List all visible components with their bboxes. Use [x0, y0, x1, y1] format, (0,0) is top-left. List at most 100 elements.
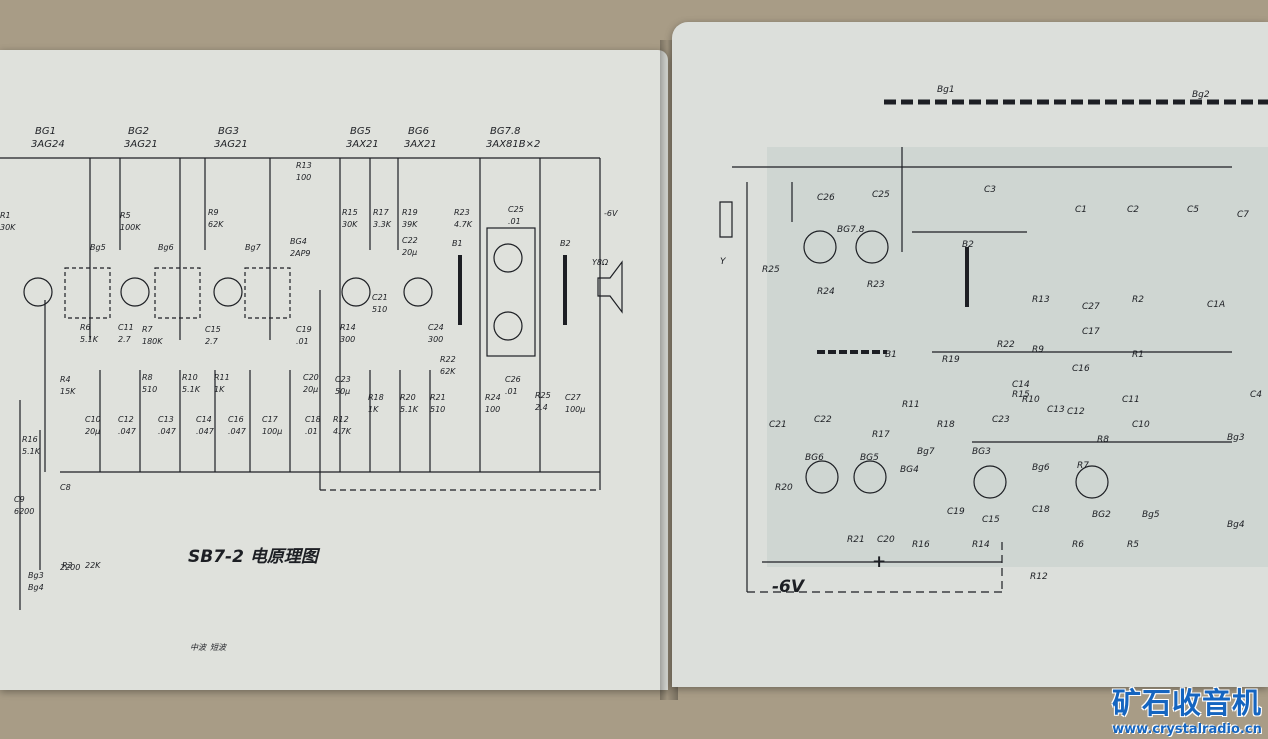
component-label: R16	[22, 435, 38, 444]
component-label: R25	[762, 265, 780, 275]
component-label: R6	[80, 323, 91, 332]
component-label: 5.1K	[182, 385, 201, 394]
component-label: R19	[942, 355, 960, 365]
component-label: R24	[485, 393, 501, 402]
component-label: Bg6	[1032, 463, 1050, 473]
stage-label-type: 3AG24	[31, 139, 65, 150]
stage-label-type: 3AX21	[346, 139, 379, 150]
component-label: -6V	[604, 209, 618, 218]
component-label: 20μ	[402, 248, 417, 257]
stage-label-name: BG3	[218, 126, 239, 137]
component-label: C12	[1067, 407, 1085, 417]
component-label: R10	[1022, 395, 1040, 405]
component-label: C20	[303, 373, 319, 382]
component-label: R19	[402, 208, 418, 217]
component-label: C10	[85, 415, 101, 424]
component-label: 180K	[142, 337, 163, 346]
stage-label-name: BG6	[408, 126, 429, 137]
component-label: C22	[402, 236, 418, 245]
component-label: 100	[485, 405, 500, 414]
component-label: C20	[877, 535, 895, 545]
watermark: 矿石收音机 www.crystalradio.cn	[1112, 680, 1262, 737]
component-label: .047	[228, 427, 247, 436]
component-label: .047	[158, 427, 177, 436]
component-label: C23	[992, 415, 1010, 425]
component-label: R6	[1072, 540, 1084, 550]
component-label: Bg7	[245, 243, 262, 252]
component-label: C13	[1047, 405, 1065, 415]
component-label: R13	[1032, 295, 1050, 305]
component-label: 4.7K	[454, 220, 473, 229]
component-label: 300	[428, 335, 443, 344]
component-label: C14	[196, 415, 212, 424]
component-label: BG7.8	[837, 225, 865, 235]
component-label: Bg4	[28, 583, 44, 592]
stage-label-type: 3AX21	[404, 139, 437, 150]
stage-label-name: BG7.8	[490, 126, 521, 137]
component-label: C27	[565, 393, 582, 402]
component-label: C24	[428, 323, 444, 332]
component-label: 62K	[440, 367, 456, 376]
component-label: R1	[0, 211, 11, 220]
component-label: Bg5	[90, 243, 106, 252]
component-label: .01	[508, 217, 521, 226]
component-label: R11	[902, 400, 920, 410]
component-label: .047	[196, 427, 215, 436]
component-label: C13	[158, 415, 174, 424]
component-label: C18	[305, 415, 321, 424]
component-label: Bg1	[937, 85, 955, 95]
component-label: 100	[296, 173, 311, 182]
component-label: .047	[118, 427, 137, 436]
component-label: Bg3	[28, 571, 44, 580]
component-label: BG4	[900, 465, 919, 475]
component-label: C15	[982, 515, 1000, 525]
component-label: BG6	[805, 453, 824, 463]
component-label: C21	[769, 420, 787, 430]
component-label: 510	[430, 405, 445, 414]
component-label: C4	[1250, 390, 1262, 400]
component-label: R12	[333, 415, 349, 424]
stage-label-name: BG2	[128, 126, 149, 137]
component-label: R20	[775, 483, 793, 493]
stage-label-name: BG5	[350, 126, 371, 137]
component-label: BG3	[972, 447, 991, 457]
component-label: C26	[505, 375, 521, 384]
component-label: +	[872, 552, 886, 572]
stage-label-name: BG1	[35, 126, 56, 137]
component-label: C23	[335, 375, 351, 384]
component-label: R4	[60, 375, 71, 384]
component-label: -6V	[772, 577, 806, 597]
component-label: C1A	[1207, 300, 1225, 310]
component-label: R15	[1012, 390, 1030, 400]
component-label: Bg4	[1227, 520, 1245, 530]
component-label: R22	[997, 340, 1015, 350]
component-label: C8	[60, 483, 71, 492]
component-label: 中波	[190, 643, 208, 652]
component-label: C11	[1122, 395, 1140, 405]
component-label: C16	[228, 415, 244, 424]
component-label: 20μ	[85, 427, 100, 436]
component-label: R20	[400, 393, 416, 402]
component-label: C17	[262, 415, 279, 424]
component-label: 2.4	[535, 403, 548, 412]
component-label: R23	[454, 208, 470, 217]
component-label: .01	[505, 387, 518, 396]
component-label: C17	[1082, 327, 1100, 337]
component-label: B1	[452, 239, 463, 248]
component-label: C2	[1127, 205, 1139, 215]
component-label: R7	[142, 325, 154, 334]
circuit-schematic-diagram: BG13AG24BG23AG21BG33AG21BG53AX21BG63AX21…	[0, 126, 623, 652]
component-label: R21	[430, 393, 446, 402]
component-label: R23	[867, 280, 885, 290]
component-label: C5	[1187, 205, 1199, 215]
component-label: C25	[872, 190, 890, 200]
component-label: C15	[205, 325, 221, 334]
component-label: 5.1K	[80, 335, 99, 344]
component-label: C27	[1082, 302, 1100, 312]
component-label: R21	[847, 535, 865, 545]
component-label: 2200	[60, 563, 80, 572]
component-label: 22K	[85, 561, 101, 570]
